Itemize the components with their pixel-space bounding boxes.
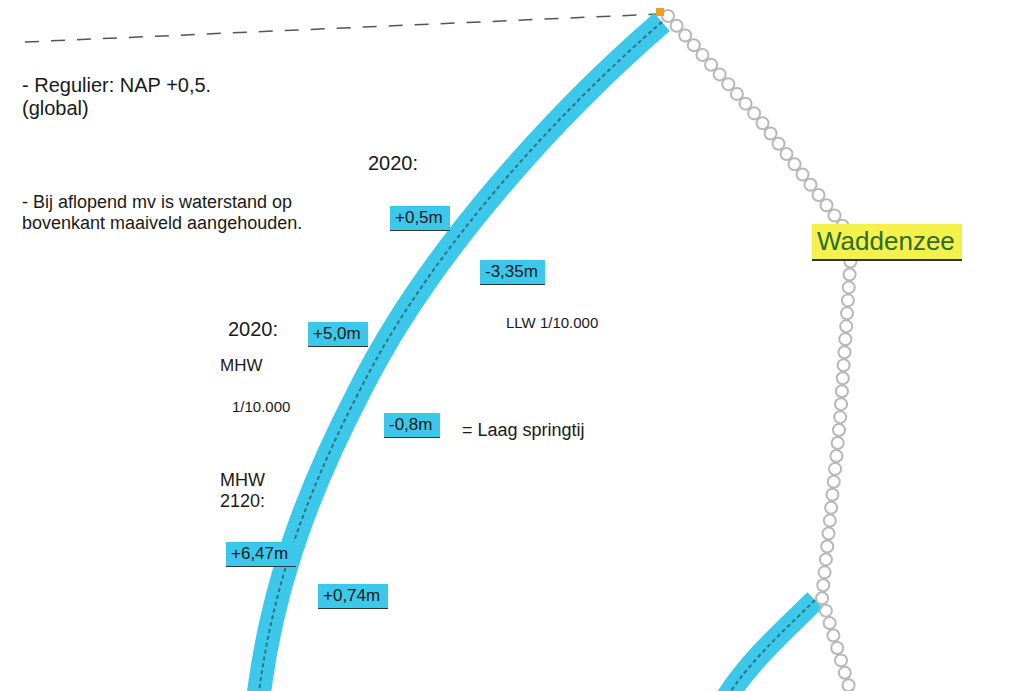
corner-mark: [656, 8, 664, 16]
chain-link: [671, 20, 683, 32]
chain-link: [828, 476, 840, 488]
chain-link: [823, 528, 835, 540]
chain-link: [827, 630, 839, 642]
chain-link: [820, 553, 832, 565]
chain-link: [839, 667, 851, 679]
chain-link: [831, 642, 843, 654]
chain-link: [696, 49, 708, 61]
chain-link: [722, 78, 734, 90]
level-type: MHW: [220, 356, 300, 376]
chain-link: [844, 268, 856, 280]
chain-link: [832, 437, 844, 449]
chain-link: [843, 281, 855, 293]
chain-link: [830, 450, 842, 462]
tide-note: = Laag springtij: [462, 420, 662, 441]
chain-link: [837, 372, 849, 384]
chain-link: [841, 307, 853, 319]
chain-line: [662, 10, 857, 691]
chain-link: [833, 424, 845, 436]
chain-link: [813, 189, 825, 201]
year-label: 2020:: [368, 152, 448, 175]
chain-link: [835, 654, 847, 666]
chain-link: [816, 592, 828, 604]
chain-link: [757, 117, 769, 129]
water-level: -3,35m: [485, 262, 540, 282]
chain-link: [835, 398, 847, 410]
level-highlight: +6,47m: [226, 542, 296, 567]
chain-link: [842, 294, 854, 306]
chain-link: [748, 107, 760, 119]
dike-band: [258, 22, 662, 691]
chain-link: [824, 515, 836, 527]
return-period: 1/10.000: [232, 398, 332, 415]
chain-link: [781, 148, 793, 160]
water-level: +0,5m: [395, 208, 445, 228]
dike-crest-line: [725, 600, 815, 691]
chain-link: [839, 333, 851, 345]
chain-link: [819, 566, 831, 578]
chain-link: [688, 39, 700, 51]
note: - Regulier: NAP +0,5. (global): [22, 74, 247, 120]
water-level: +0,74m: [323, 586, 383, 606]
chain-link: [838, 359, 850, 371]
chain-link: [829, 463, 841, 475]
return-period: LLW 1/10.000: [506, 314, 656, 331]
level-highlight: +5,0m: [308, 322, 368, 347]
chain-link: [679, 29, 691, 41]
water-level: -0,8m: [389, 415, 435, 435]
sea-label-highlight: Waddenzee: [812, 224, 962, 261]
sea-name: Waddenzee: [817, 226, 957, 257]
year-label: 2020:: [228, 318, 306, 341]
level-highlight: -3,35m: [480, 260, 545, 285]
chain-link: [820, 199, 832, 211]
chain-link: [826, 489, 838, 501]
level-highlight: +0,74m: [318, 584, 388, 609]
level-highlight: +0,5m: [390, 206, 450, 231]
note: - Bij aflopend mv is waterstand op boven…: [22, 192, 322, 233]
chain-link: [789, 158, 801, 170]
chain-link: [805, 179, 817, 191]
chain-link: [843, 679, 855, 691]
water-level: +6,47m: [231, 544, 291, 564]
chain-link: [714, 68, 726, 80]
chain-link: [797, 169, 809, 181]
chain-link: [817, 579, 829, 591]
chain-link: [765, 128, 777, 140]
water-level: +5,0m: [313, 324, 363, 344]
chain-link: [705, 59, 717, 71]
chain-link: [828, 210, 840, 222]
chain-link: [731, 88, 743, 100]
chain-link: [824, 617, 836, 629]
chain-link: [773, 138, 785, 150]
chain-link: [838, 346, 850, 358]
dashed-line: [25, 14, 660, 42]
chain-link: [821, 540, 833, 552]
chain-link: [834, 411, 846, 423]
chain-path: [668, 16, 852, 690]
chain-link: [740, 98, 752, 110]
level-highlight: -0,8m: [384, 413, 440, 438]
chain-link: [840, 320, 852, 332]
chain-link: [820, 605, 832, 617]
dike-band: [725, 600, 815, 691]
chain-link: [825, 502, 837, 514]
dike-crest-line: [258, 22, 662, 691]
chain-link: [836, 385, 848, 397]
year-label: MHW 2120:: [220, 470, 280, 511]
